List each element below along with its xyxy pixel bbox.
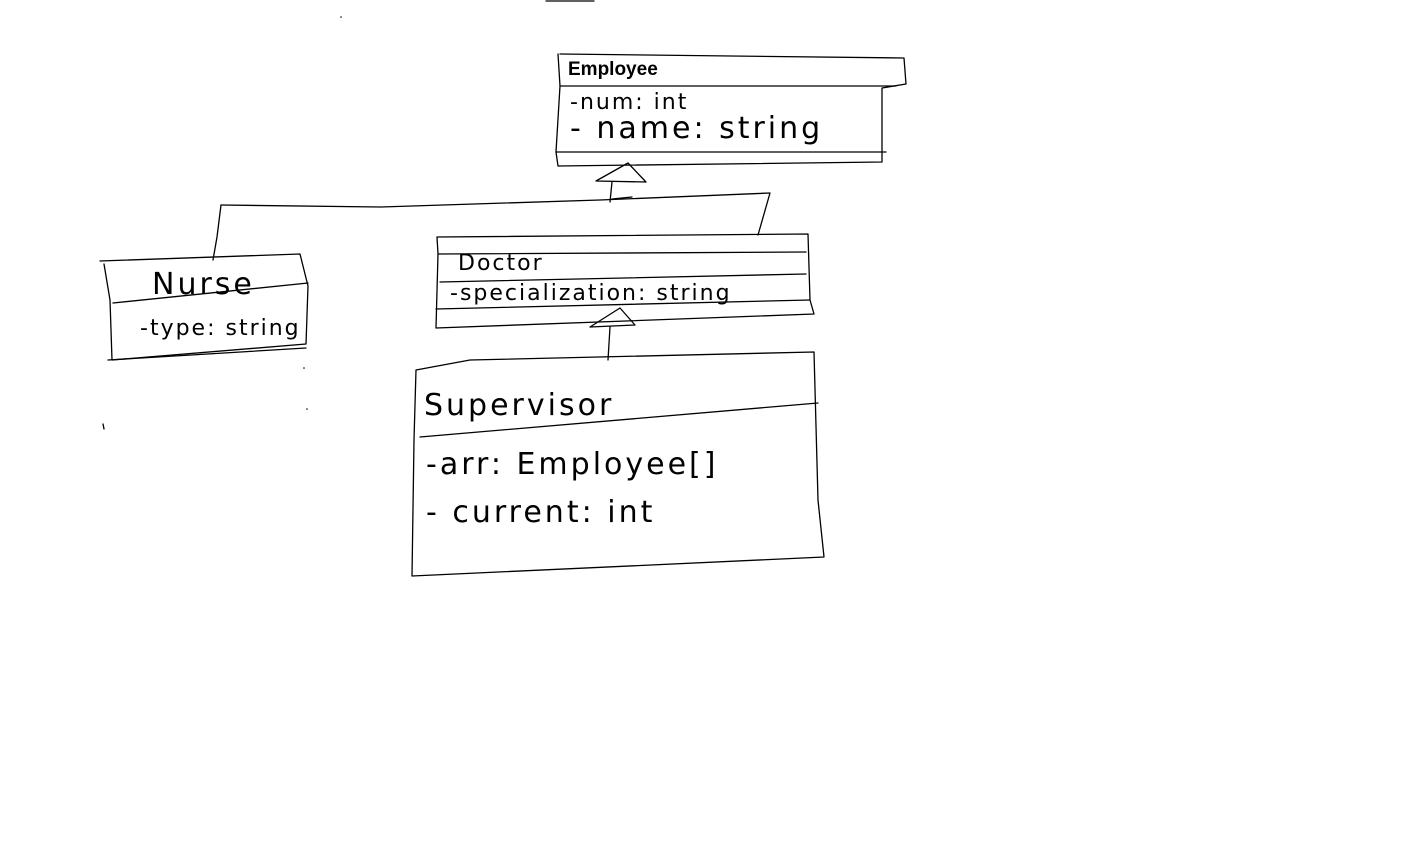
stray-dot — [303, 367, 305, 369]
class-employee-attr-num: -num: int — [570, 90, 688, 115]
class-supervisor-attr-current: - current: int — [426, 495, 655, 530]
inheritance-triangle-employee — [595, 162, 647, 183]
class-employee-box — [555, 53, 907, 167]
class-employee-name: Employee — [568, 59, 658, 80]
class-supervisor-attr-arr: -arr: Employee[] — [426, 447, 718, 482]
class-employee: Employee -num: int - name: string — [555, 53, 907, 167]
class-doctor-divider-top — [437, 251, 807, 255]
connector-to-nurse — [212, 204, 222, 261]
class-supervisor-box — [411, 351, 825, 577]
class-nurse: Nurse -type: string — [99, 253, 309, 430]
connector-join — [611, 196, 633, 200]
inheritance-stem-employee — [609, 181, 613, 203]
class-nurse-name: Nurse — [152, 267, 255, 302]
class-nurse-box — [99, 253, 309, 361]
stray-mark — [102, 423, 105, 430]
class-doctor-attr-specialization: -specialization: string — [450, 281, 732, 306]
inheritance-stem-doctor — [607, 326, 611, 361]
inheritance-arrow-employee — [595, 162, 647, 203]
inheritance-arrow-doctor — [589, 307, 636, 361]
class-supervisor: Supervisor -arr: Employee[] - current: i… — [411, 351, 825, 577]
class-employee-attr-name: - name: string — [570, 111, 823, 146]
inheritance-triangle-doctor — [589, 307, 636, 328]
connector-to-doctor — [220, 192, 771, 236]
class-nurse-bottom-line — [107, 347, 307, 361]
class-nurse-divider — [112, 282, 309, 304]
class-nurse-attr-type: -type: string — [140, 316, 301, 341]
class-supervisor-name: Supervisor — [424, 388, 614, 423]
class-supervisor-divider — [419, 402, 819, 438]
class-doctor-divider — [439, 273, 807, 283]
class-doctor-bottom-line — [435, 299, 811, 310]
stray-dot — [306, 408, 308, 410]
stray-dot — [340, 16, 342, 18]
class-doctor: Doctor -specialization: string — [435, 233, 815, 329]
class-doctor-name: Doctor — [458, 251, 544, 276]
